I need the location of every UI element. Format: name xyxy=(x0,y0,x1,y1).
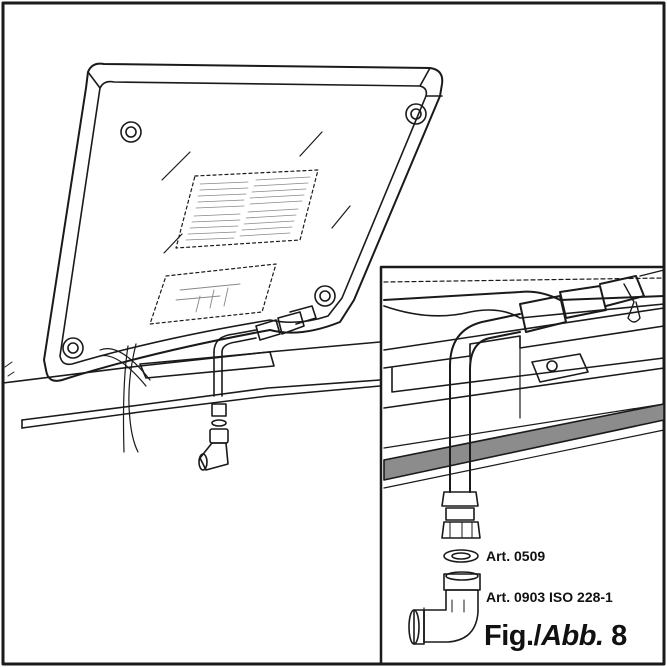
rubber-foot xyxy=(314,285,336,307)
figure-caption: Fig./Abb. 8 xyxy=(484,620,627,653)
gas-pipe xyxy=(449,313,521,493)
rubber-foot xyxy=(120,121,142,143)
info-label xyxy=(149,263,277,325)
washer-part-label: Art. 0509 xyxy=(486,548,546,564)
elbow-fitting xyxy=(408,571,481,645)
rubber-foot xyxy=(405,103,427,125)
connection-main-view xyxy=(99,305,317,471)
detail-inset xyxy=(379,265,666,666)
caption-number: 8 xyxy=(611,620,627,652)
elbow-part-label: Art. 0903 ISO 228-1 xyxy=(486,589,613,605)
worktop xyxy=(2,341,381,429)
rating-label xyxy=(175,169,319,249)
caption-italic: Abb. xyxy=(541,620,604,652)
cooktop-underside xyxy=(43,62,444,382)
threaded-nipple xyxy=(441,491,481,539)
caption-prefix: Fig./ xyxy=(484,620,542,652)
worktop-band xyxy=(383,403,665,481)
rubber-foot xyxy=(62,337,84,359)
inset-frame xyxy=(379,265,666,666)
sealing-washer xyxy=(443,549,479,563)
